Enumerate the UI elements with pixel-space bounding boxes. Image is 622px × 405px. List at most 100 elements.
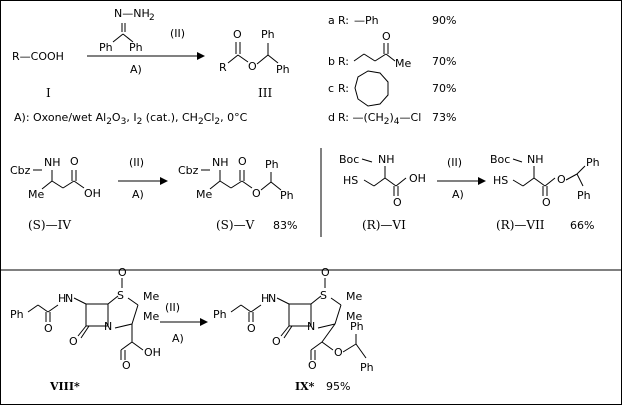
svg-text:O: O xyxy=(334,346,343,359)
compound-viii-structure: Ph O H N O N S O Me Me O OH xyxy=(10,266,161,372)
svg-text:NH: NH xyxy=(44,156,61,169)
svg-text:H: H xyxy=(58,292,66,305)
svg-text:NH: NH xyxy=(527,153,544,166)
svg-text:Ph: Ph xyxy=(99,41,113,54)
svg-text:O: O xyxy=(557,173,566,186)
svg-text:NH: NH xyxy=(378,153,395,166)
arrowhead-4 xyxy=(200,318,208,326)
reactant-i-label: I xyxy=(46,86,51,100)
svg-text:N: N xyxy=(65,292,73,305)
svg-text:Me: Me xyxy=(395,57,411,70)
svg-text:2: 2 xyxy=(149,13,155,23)
r-group-a: a R: —Ph 90% xyxy=(328,14,456,27)
svg-text:O: O xyxy=(233,28,242,41)
svg-text:Ph: Ph xyxy=(129,41,143,54)
compound-s-iv-structure: Cbz NH Me O OH xyxy=(10,155,101,201)
svg-text:Ph: Ph xyxy=(586,156,600,169)
svg-text:O: O xyxy=(44,322,53,335)
r-group-d: d R: —(CH2)4—Cl 73% xyxy=(328,111,456,127)
svg-text:HS: HS xyxy=(493,174,508,187)
svg-text:O: O xyxy=(321,266,330,279)
compound-ix-yield: 95% xyxy=(326,380,350,393)
conditions-note: A): Oxone/wet Al2O3, I2 (cat.), CH2Cl2, … xyxy=(14,111,248,127)
svg-text:O: O xyxy=(70,155,79,168)
svg-text:Me: Me xyxy=(143,290,159,303)
svg-text:O: O xyxy=(118,266,127,279)
svg-text:Ph: Ph xyxy=(261,28,275,41)
svg-text:Me: Me xyxy=(196,188,212,201)
condition-label-1: A) xyxy=(130,63,142,76)
svg-text:Ph: Ph xyxy=(577,189,591,202)
svg-text:Ph: Ph xyxy=(350,320,364,333)
svg-text:N: N xyxy=(104,320,112,333)
svg-text:b: b xyxy=(328,55,335,68)
svg-text:Ph: Ph xyxy=(280,189,294,202)
svg-text:O: O xyxy=(393,196,402,209)
reagent-ii-label-3: (II) xyxy=(447,156,462,169)
svg-text:Ph: Ph xyxy=(360,361,374,374)
svg-text:O: O xyxy=(272,335,281,348)
compound-s-v-structure: Cbz NH Me O O Ph Ph xyxy=(178,155,294,202)
svg-text:H: H xyxy=(261,292,269,305)
svg-text:HS: HS xyxy=(343,174,358,187)
product-iii-label: III xyxy=(258,86,272,100)
arrowhead-2 xyxy=(160,177,168,185)
svg-text:70%: 70% xyxy=(432,55,456,68)
svg-text:OH: OH xyxy=(144,346,161,359)
svg-text:O: O xyxy=(238,155,247,168)
svg-text:c: c xyxy=(328,82,334,95)
svg-text:O: O xyxy=(542,196,551,209)
compound-s-v-yield: 83% xyxy=(273,219,297,232)
product-iii-structure: R O O Ph Ph xyxy=(219,28,290,76)
svg-text:O: O xyxy=(252,187,261,200)
svg-text:a: a xyxy=(328,14,335,27)
compound-s-v-label: (S)—V xyxy=(216,218,255,232)
svg-text:d: d xyxy=(328,111,335,124)
compound-r-vii-structure: Boc NH HS O O Ph Ph xyxy=(490,153,600,209)
svg-text:OH: OH xyxy=(84,187,101,200)
reagent-ii-label-2: (II) xyxy=(129,156,144,169)
svg-text:O: O xyxy=(247,322,256,335)
svg-text:Ph: Ph xyxy=(276,63,290,76)
reagent-ii-structure: N—NH 2 Ph Ph xyxy=(99,7,155,54)
svg-text:O: O xyxy=(69,335,78,348)
svg-text:N: N xyxy=(268,292,276,305)
svg-text:R:: R: xyxy=(338,55,349,68)
svg-text:NH: NH xyxy=(212,156,229,169)
svg-text:Boc: Boc xyxy=(490,153,510,166)
svg-text:Me: Me xyxy=(346,310,362,323)
compound-r-vii-yield: 66% xyxy=(570,219,594,232)
svg-text:Cbz: Cbz xyxy=(178,164,199,177)
svg-text:—Ph: —Ph xyxy=(354,14,379,27)
svg-text:N—NH: N—NH xyxy=(114,7,150,20)
compound-r-vi-label: (R)—VI xyxy=(362,218,406,232)
compound-ix-structure: Ph O H N O N S O Me Me O O Ph Ph xyxy=(213,266,374,374)
svg-text:O: O xyxy=(382,30,391,43)
svg-text:R:: R: xyxy=(338,82,349,95)
svg-text:Ph: Ph xyxy=(265,158,279,171)
reagent-ii-label: (II) xyxy=(170,27,185,40)
reactant-i-formula: R—COOH xyxy=(12,50,64,63)
svg-text:OH: OH xyxy=(409,172,426,185)
svg-text:S: S xyxy=(117,289,124,302)
svg-text:70%: 70% xyxy=(432,82,456,95)
svg-text:Ph: Ph xyxy=(213,308,227,321)
svg-text:Me: Me xyxy=(28,188,44,201)
svg-text:N: N xyxy=(307,320,315,333)
svg-text:S: S xyxy=(320,289,327,302)
compound-r-vi-structure: Boc NH HS O OH xyxy=(339,153,426,209)
compound-viii-label: VIII* xyxy=(49,380,80,393)
compound-r-vii-label: (R)—VII xyxy=(496,218,545,232)
svg-text:R: —(CH2)4—Cl: R: —(CH2)4—Cl xyxy=(338,111,421,127)
condition-label-2: A) xyxy=(132,188,144,201)
condition-label-3: A) xyxy=(452,188,464,201)
cycloheptyl-ring xyxy=(354,70,389,107)
svg-text:Cbz: Cbz xyxy=(10,164,31,177)
svg-text:Me: Me xyxy=(143,310,159,323)
compound-s-iv-label: (S)—IV xyxy=(28,218,71,232)
arrowhead-3 xyxy=(478,177,486,185)
svg-text:90%: 90% xyxy=(432,14,456,27)
